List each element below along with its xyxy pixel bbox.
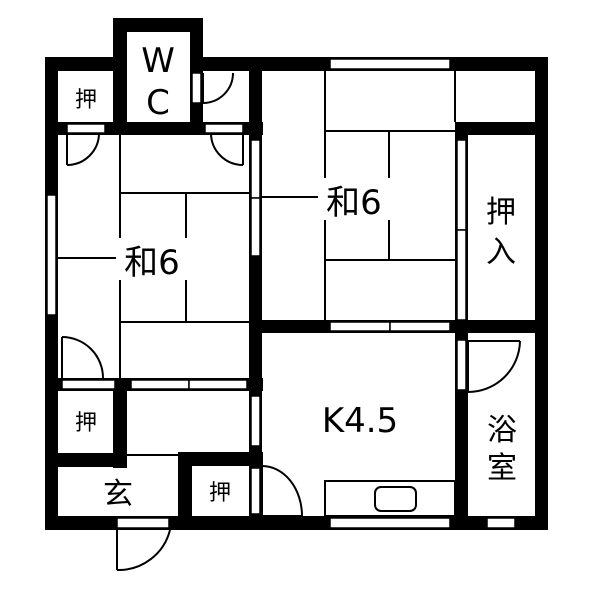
doors[interactable] xyxy=(61,72,521,572)
labels: W C 押 和6 和6 押 入 K4.5 浴 室 押 玄 押 xyxy=(75,41,517,512)
washitsu-left-label: 和6 xyxy=(124,243,180,283)
door-kitchen xyxy=(261,465,303,517)
door-washitsu-left-bottom xyxy=(61,336,104,379)
oshiire-label-1: 押 xyxy=(486,195,516,230)
door-bath xyxy=(467,340,521,393)
wc-label-w: W xyxy=(141,41,175,81)
door-wc xyxy=(202,72,234,104)
door-closet-top-left xyxy=(66,132,100,166)
bath-label-2: 室 xyxy=(487,451,517,486)
door-entrance xyxy=(116,529,171,572)
windows xyxy=(46,58,516,529)
wc-label-c: C xyxy=(146,83,170,123)
bath-label-1: 浴 xyxy=(487,413,517,448)
oshiire-label-2: 入 xyxy=(486,235,516,270)
door-washitsu-left-top xyxy=(210,132,244,166)
closet-mid-left-label: 押 xyxy=(75,411,97,436)
closet-bottom-label: 押 xyxy=(209,481,231,506)
kitchen-sink xyxy=(374,486,417,512)
washitsu-right-label: 和6 xyxy=(326,183,382,223)
closet-top-left-label: 押 xyxy=(75,88,97,113)
kitchen-counter xyxy=(324,480,456,517)
entrance-label: 玄 xyxy=(103,477,133,512)
kitchen-label: K4.5 xyxy=(322,401,398,441)
